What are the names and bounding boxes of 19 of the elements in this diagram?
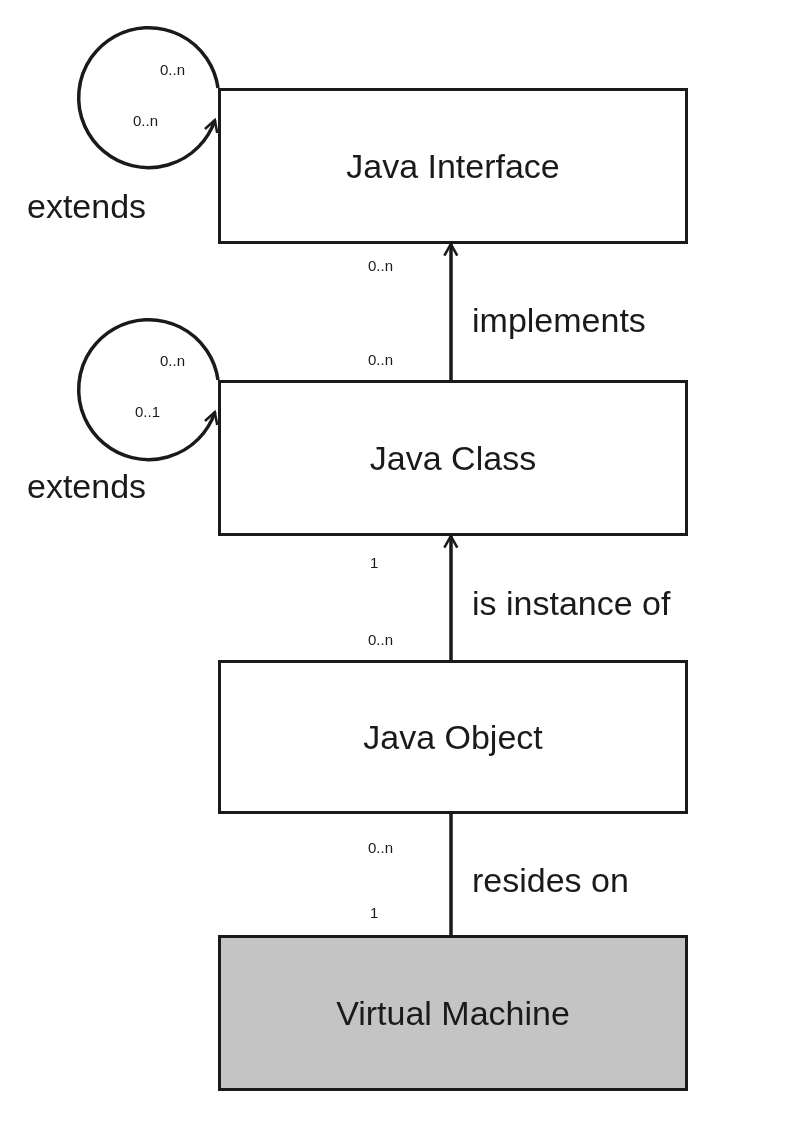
multiplicity-label: 0..1 [135,404,161,421]
multiplicity-label: 0..n [160,62,186,79]
arrow [443,243,459,380]
connector-line [449,814,453,935]
machine-box: Virtual Machine [218,935,688,1091]
object-box: Java Object [218,660,688,814]
multiplicity-label: 0..n [160,353,186,370]
multiplicity-label: 0..n [368,840,394,857]
multiplicity-label: 0..n [368,258,394,275]
interface-box: Java Interface [218,88,688,244]
arrow [443,535,459,660]
multiplicity-label: 1 [370,555,379,572]
self-loop-arrow [77,317,220,462]
multiplicity-label: 0..n [368,352,394,369]
class-box: Java Class [218,380,688,536]
multiplicity-label: 0..n [368,632,394,649]
multiplicity-label: 0..n [133,113,159,130]
self-loop-arrow [77,25,220,170]
multiplicity-label: 1 [370,905,379,922]
